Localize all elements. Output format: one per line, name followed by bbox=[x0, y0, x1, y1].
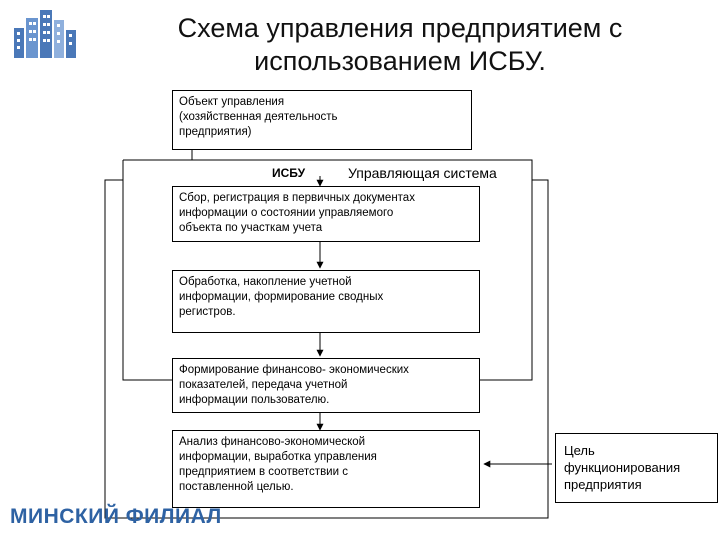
goal-box: Цель функционирования предприятия bbox=[555, 433, 718, 503]
step1-line-3: объекта по участкам учета bbox=[179, 222, 323, 234]
step4-line-3: предприятием в соответствии с bbox=[179, 466, 348, 478]
title-line-2: использованием ИСБУ. bbox=[254, 46, 546, 76]
object-line-3: предприятия) bbox=[179, 126, 252, 138]
control-system-label: Управляющая система bbox=[348, 165, 497, 181]
step2-line-3: регистров. bbox=[179, 306, 236, 318]
isbu-label: ИСБУ bbox=[272, 166, 306, 180]
step4-line-4: поставленной целью. bbox=[179, 481, 294, 493]
step4-line-2: информации, выработка управления bbox=[179, 451, 377, 463]
outer-loop-line bbox=[104, 179, 549, 519]
control-system-frame bbox=[122, 159, 533, 381]
step2-line-1: Обработка, накопление учетной bbox=[179, 276, 352, 288]
object-line-2: (хозяйственная деятельность bbox=[179, 111, 338, 123]
goal-line-1: Цель bbox=[564, 443, 595, 458]
step2-line-2: информации, формирование сводных bbox=[179, 291, 384, 303]
step3-line-3: информации пользователю. bbox=[179, 394, 330, 406]
step3-line-2: показателей, передача учетной bbox=[179, 379, 348, 391]
step-box-analysis: Анализ финансово-экономической информаци… bbox=[172, 430, 480, 508]
step-box-processing: Обработка, накопление учетной информации… bbox=[172, 270, 480, 333]
step-box-collection: Сбор, регистрация в первичных документах… bbox=[172, 186, 480, 242]
step1-line-2: информации о состоянии управляемого bbox=[179, 207, 394, 219]
step3-line-1: Формирование финансово- экономических bbox=[179, 364, 409, 376]
step-box-formation: Формирование финансово- экономических по… bbox=[172, 358, 480, 413]
control-object-box: Объект управления (хозяйственная деятель… bbox=[172, 90, 472, 150]
goal-line-2: функционирования bbox=[564, 460, 681, 475]
page-title: Схема управления предприятием с использо… bbox=[95, 12, 705, 78]
object-line-1: Объект управления bbox=[179, 96, 285, 108]
step4-line-1: Анализ финансово-экономической bbox=[179, 436, 366, 448]
logo-buildings-icon bbox=[14, 10, 76, 58]
goal-line-3: предприятия bbox=[564, 477, 642, 492]
title-line-1: Схема управления предприятием с bbox=[177, 13, 623, 43]
footer-branch-name: МИНСКИЙ ФИЛИАЛ bbox=[10, 505, 222, 528]
step1-line-1: Сбор, регистрация в первичных документах bbox=[179, 192, 415, 204]
